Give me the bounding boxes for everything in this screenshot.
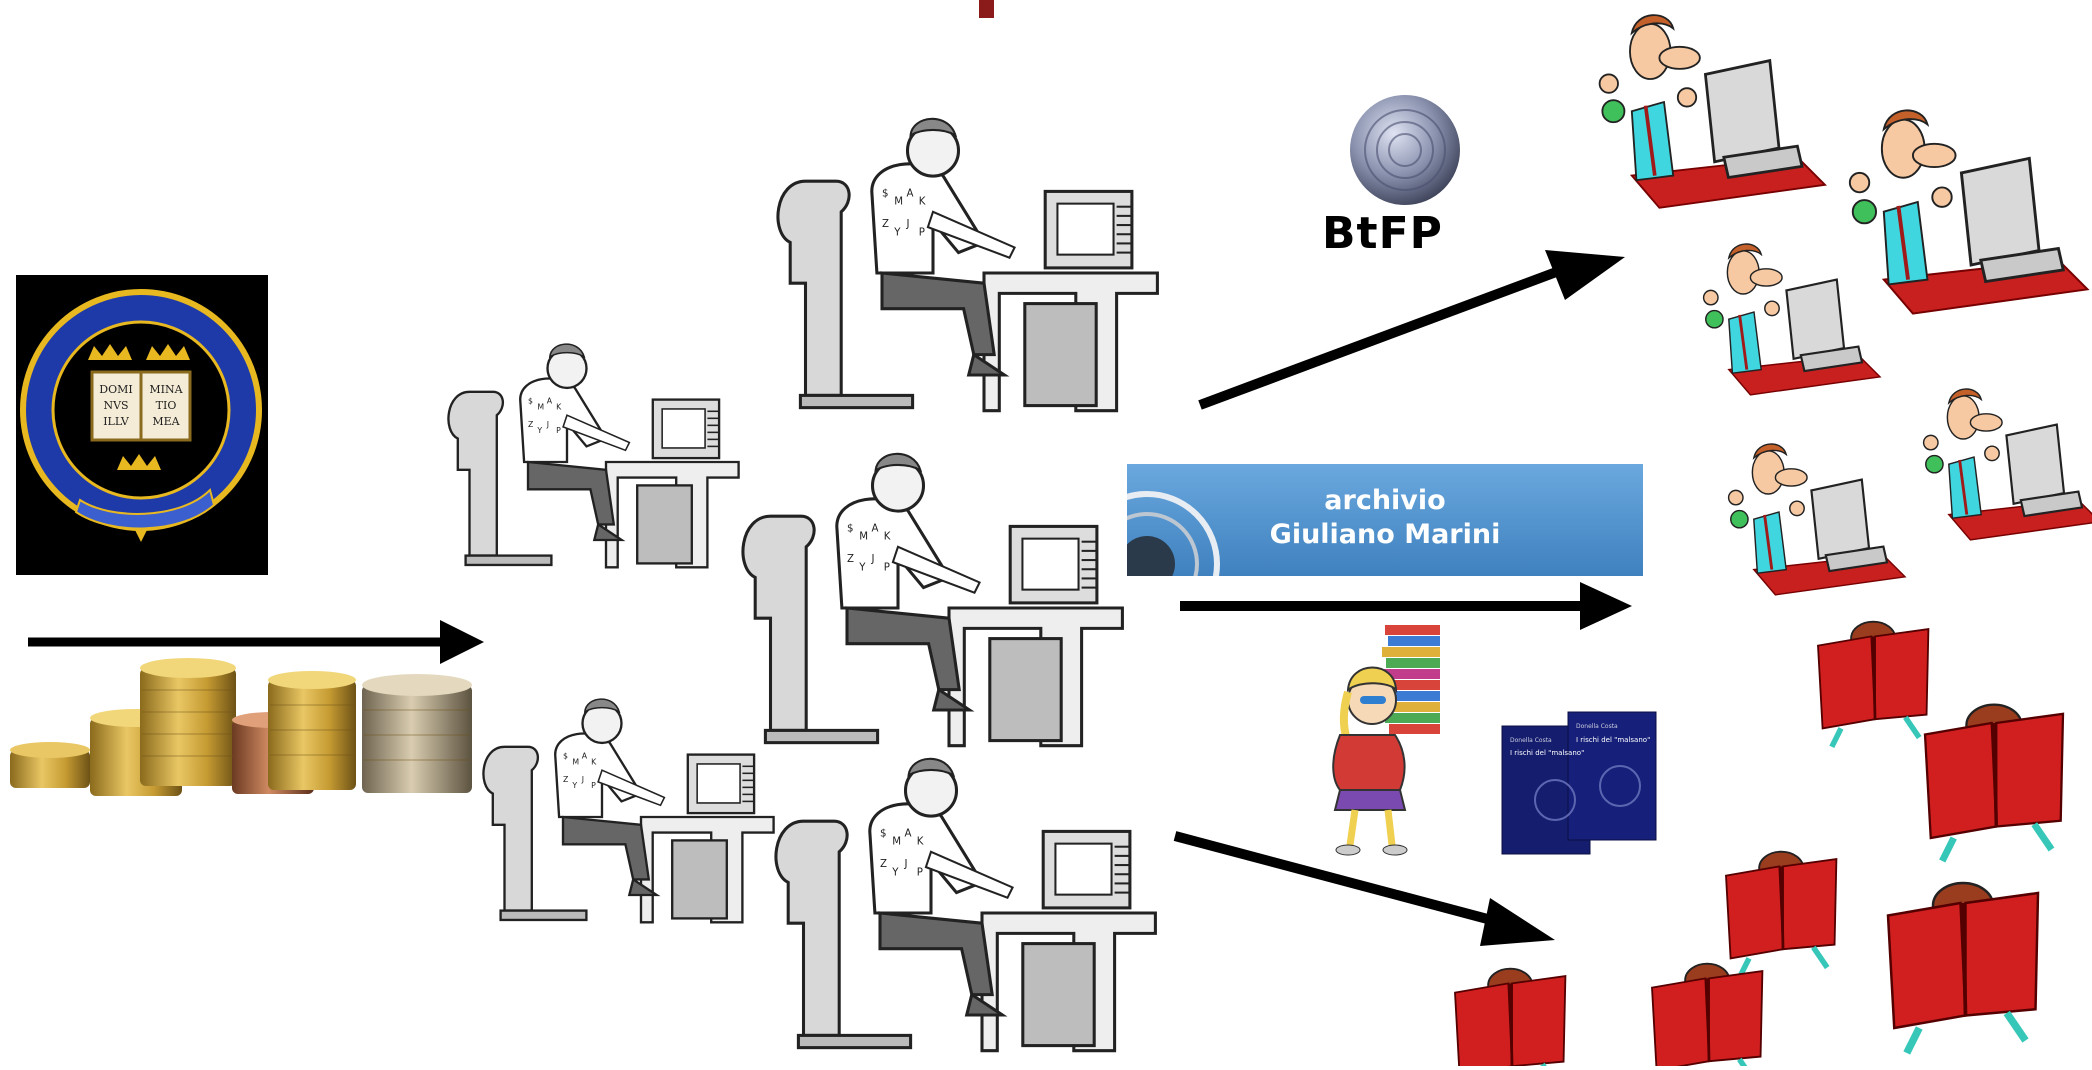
book-reader-icon — [1923, 703, 2065, 863]
svg-text:Y: Y — [536, 426, 542, 435]
svg-text:Y: Y — [891, 867, 899, 878]
svg-text:$: $ — [847, 524, 853, 535]
btfp-globe-icon — [1350, 95, 1460, 205]
svg-text:A: A — [871, 524, 878, 535]
book-reader-icon — [1817, 620, 1930, 749]
librarian-carrying-books-icon — [1332, 625, 1440, 856]
svg-text:A: A — [582, 752, 588, 761]
excited-computer-user-icon — [1727, 443, 1907, 596]
svg-text:Y: Y — [858, 562, 866, 573]
seal-text-mea: MEA — [152, 415, 180, 428]
book-reader-icon — [1651, 962, 1764, 1070]
arrow-to-online-head — [1545, 250, 1625, 300]
top-marker — [979, 0, 994, 18]
archivio-banner[interactable]: archivio Giuliano Marini — [1127, 464, 1643, 576]
seal-text-domi: DOMI — [99, 383, 132, 396]
svg-text:$: $ — [563, 752, 568, 761]
svg-text:$: $ — [882, 189, 888, 200]
svg-text:M: M — [892, 837, 901, 848]
coin-stacks-icon — [10, 658, 472, 796]
svg-text:J: J — [581, 775, 584, 784]
archivio-title: archivio Giuliano Marini — [1127, 484, 1643, 552]
svg-text:M: M — [894, 197, 903, 208]
svg-text:J: J — [903, 859, 907, 870]
svg-text:P: P — [591, 781, 596, 790]
seal-text-illv: ILLV — [103, 415, 130, 428]
booklet-title-front: I rischi del "malsano" — [1576, 736, 1650, 744]
arrow-to-online — [1198, 260, 1577, 410]
svg-text:M: M — [859, 532, 868, 543]
booklets-icon: Donella Costa Donella Costa I rischi del… — [1501, 711, 1657, 855]
book-reader-icon — [1725, 850, 1838, 979]
archivio-line1: archivio — [1324, 485, 1446, 516]
svg-text:$: $ — [528, 397, 533, 406]
arrow-to-book-readers — [1173, 831, 1512, 930]
seal-text-nvs: NVS — [103, 399, 128, 412]
booklet-author-back: Donella Costa — [1510, 737, 1552, 744]
btfp-label: BtFP — [1322, 208, 1443, 259]
svg-text:M: M — [537, 403, 544, 412]
book-reader-icon — [1454, 967, 1567, 1070]
svg-text:P: P — [919, 227, 925, 238]
archivio-line2: Giuliano Marini — [1269, 519, 1501, 550]
booklet-title-back: I rischi del "malsano" — [1510, 749, 1584, 757]
svg-text:Z: Z — [528, 420, 533, 429]
svg-text:Z: Z — [847, 554, 854, 565]
excited-computer-user-icon — [1848, 109, 2090, 315]
svg-text:Y: Y — [571, 781, 577, 790]
svg-text:Z: Z — [880, 859, 887, 870]
svg-text:J: J — [905, 219, 909, 230]
svg-text:A: A — [547, 397, 553, 406]
excited-computer-user-icon — [1702, 243, 1882, 396]
seal-text-mina: MINA — [149, 383, 183, 396]
svg-text:$: $ — [880, 829, 886, 840]
oxford-seal-icon: DOMI NVS ILLV MINA TIO MEA — [16, 275, 268, 575]
svg-text:P: P — [917, 867, 923, 878]
svg-text:J: J — [546, 420, 549, 429]
booklet-author-front: Donella Costa — [1576, 723, 1618, 730]
arrow-to-archive-users-head — [1580, 582, 1632, 630]
excited-users-group — [1598, 14, 2092, 596]
svg-text:Z: Z — [882, 219, 889, 230]
seal-text-tio: TIO — [156, 399, 177, 412]
svg-text:K: K — [919, 197, 926, 208]
svg-text:P: P — [556, 426, 561, 435]
excited-computer-user-icon — [1922, 388, 2092, 541]
svg-text:A: A — [904, 829, 911, 840]
banner-wheel-icon — [1127, 491, 1220, 576]
svg-text:K: K — [917, 837, 924, 848]
svg-text:Y: Y — [893, 227, 901, 238]
svg-text:K: K — [591, 758, 597, 767]
arrow-to-book-readers-head — [1480, 898, 1555, 946]
book-reader-icon — [1886, 881, 2040, 1055]
funding-arrow-head — [440, 620, 484, 664]
excited-computer-user-icon — [1598, 14, 1827, 209]
svg-text:M: M — [572, 758, 579, 767]
svg-text:Z: Z — [563, 775, 568, 784]
svg-text:K: K — [884, 532, 891, 543]
svg-text:K: K — [556, 403, 562, 412]
svg-text:P: P — [884, 562, 890, 573]
svg-text:A: A — [906, 189, 913, 200]
svg-text:J: J — [870, 554, 874, 565]
